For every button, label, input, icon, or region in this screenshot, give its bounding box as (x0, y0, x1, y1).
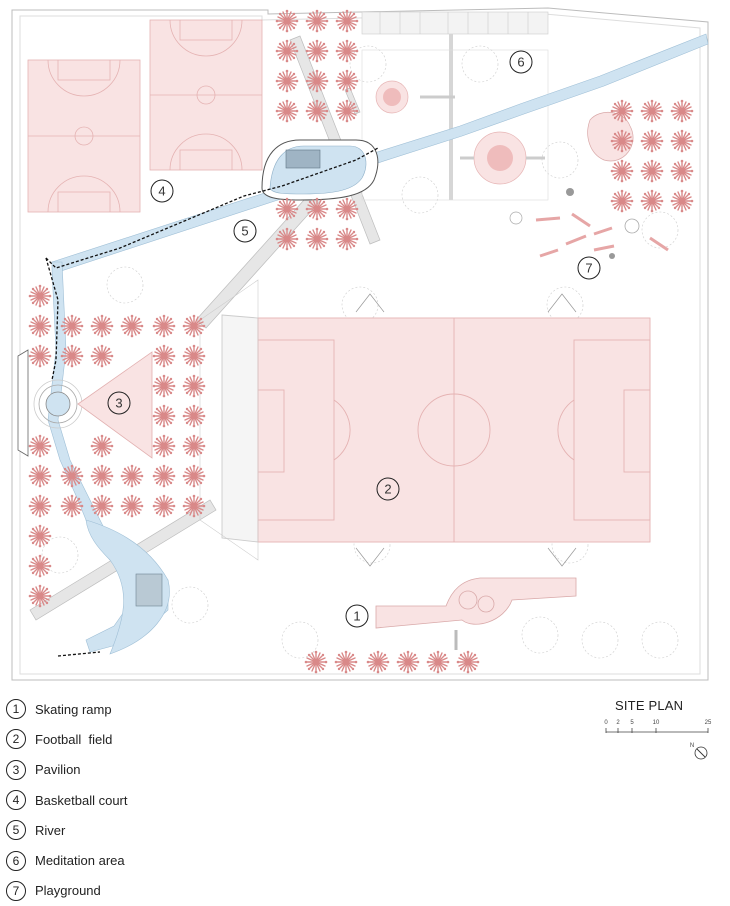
legend-item-pavilion: 3 Pavilion (6, 755, 306, 785)
area-marker-labels: 1 2 3 4 5 6 7 (115, 55, 592, 624)
route-line-west (45, 257, 59, 381)
legend-label: Pavilion (35, 762, 81, 778)
basketball-courts (27, 19, 263, 213)
north-label: N (690, 743, 694, 749)
legend-item-river: 5 River (6, 815, 306, 845)
legend-number: 2 (6, 729, 26, 750)
football-field (221, 314, 651, 543)
scale-bar: 0 2 5 10 25 N (604, 720, 712, 760)
legend-label: Playground (35, 883, 101, 899)
legend-label: Meditation area (35, 853, 125, 869)
scale-tick-5: 5 (630, 720, 634, 726)
scale-tick-25: 25 (705, 720, 712, 726)
legend-number: 5 (6, 820, 26, 841)
trees-north (275, 8, 359, 252)
site-plan-drawing: 1 2 3 4 5 6 7 (11, 7, 709, 681)
pavilion (17, 279, 259, 561)
marker-4: 4 (158, 184, 165, 199)
legend-number: 6 (6, 850, 26, 871)
legend-label: River (35, 822, 66, 838)
trees-south (304, 650, 480, 674)
legend-label: Basketball court (35, 792, 128, 808)
legend-item-football-field: 2 Football field (6, 724, 306, 754)
marker-2: 2 (384, 482, 391, 497)
marker-5: 5 (241, 224, 248, 239)
skating-ramp (375, 577, 577, 650)
site-boundary (11, 7, 709, 681)
scale-tick-10: 10 (653, 720, 660, 726)
legend-number: 4 (6, 790, 26, 811)
legend-label: Skating ramp (35, 701, 112, 717)
river (33, 33, 709, 655)
legend-number: 1 (6, 699, 26, 720)
plan-title: SITE PLAN (615, 698, 684, 713)
scale-tick-0: 0 (604, 720, 608, 726)
marker-3: 3 (115, 396, 122, 411)
route-line-south (57, 651, 101, 657)
marker-7: 7 (585, 261, 592, 276)
scale-line (605, 728, 709, 733)
legend-item-meditation-area: 6 Meditation area (6, 845, 306, 875)
meditation-area (361, 11, 549, 201)
legend-number: 3 (6, 759, 26, 780)
marker-6: 6 (517, 55, 524, 70)
legend: 1 Skating ramp 2 Football field 3 Pavili… (6, 694, 306, 906)
north-arrow-icon: N (690, 743, 708, 760)
legend-label: Football field (35, 731, 113, 747)
area-markers (107, 50, 601, 628)
legend-item-playground: 7 Playground (6, 876, 306, 906)
legend-item-basketball-court: 4 Basketball court (6, 785, 306, 815)
legend-number: 7 (6, 880, 26, 901)
field-access (355, 293, 577, 567)
scale-tick-2: 2 (616, 720, 620, 726)
route-line (45, 147, 379, 269)
marker-1: 1 (353, 609, 360, 624)
legend-item-skating-ramp: 1 Skating ramp (6, 694, 306, 724)
